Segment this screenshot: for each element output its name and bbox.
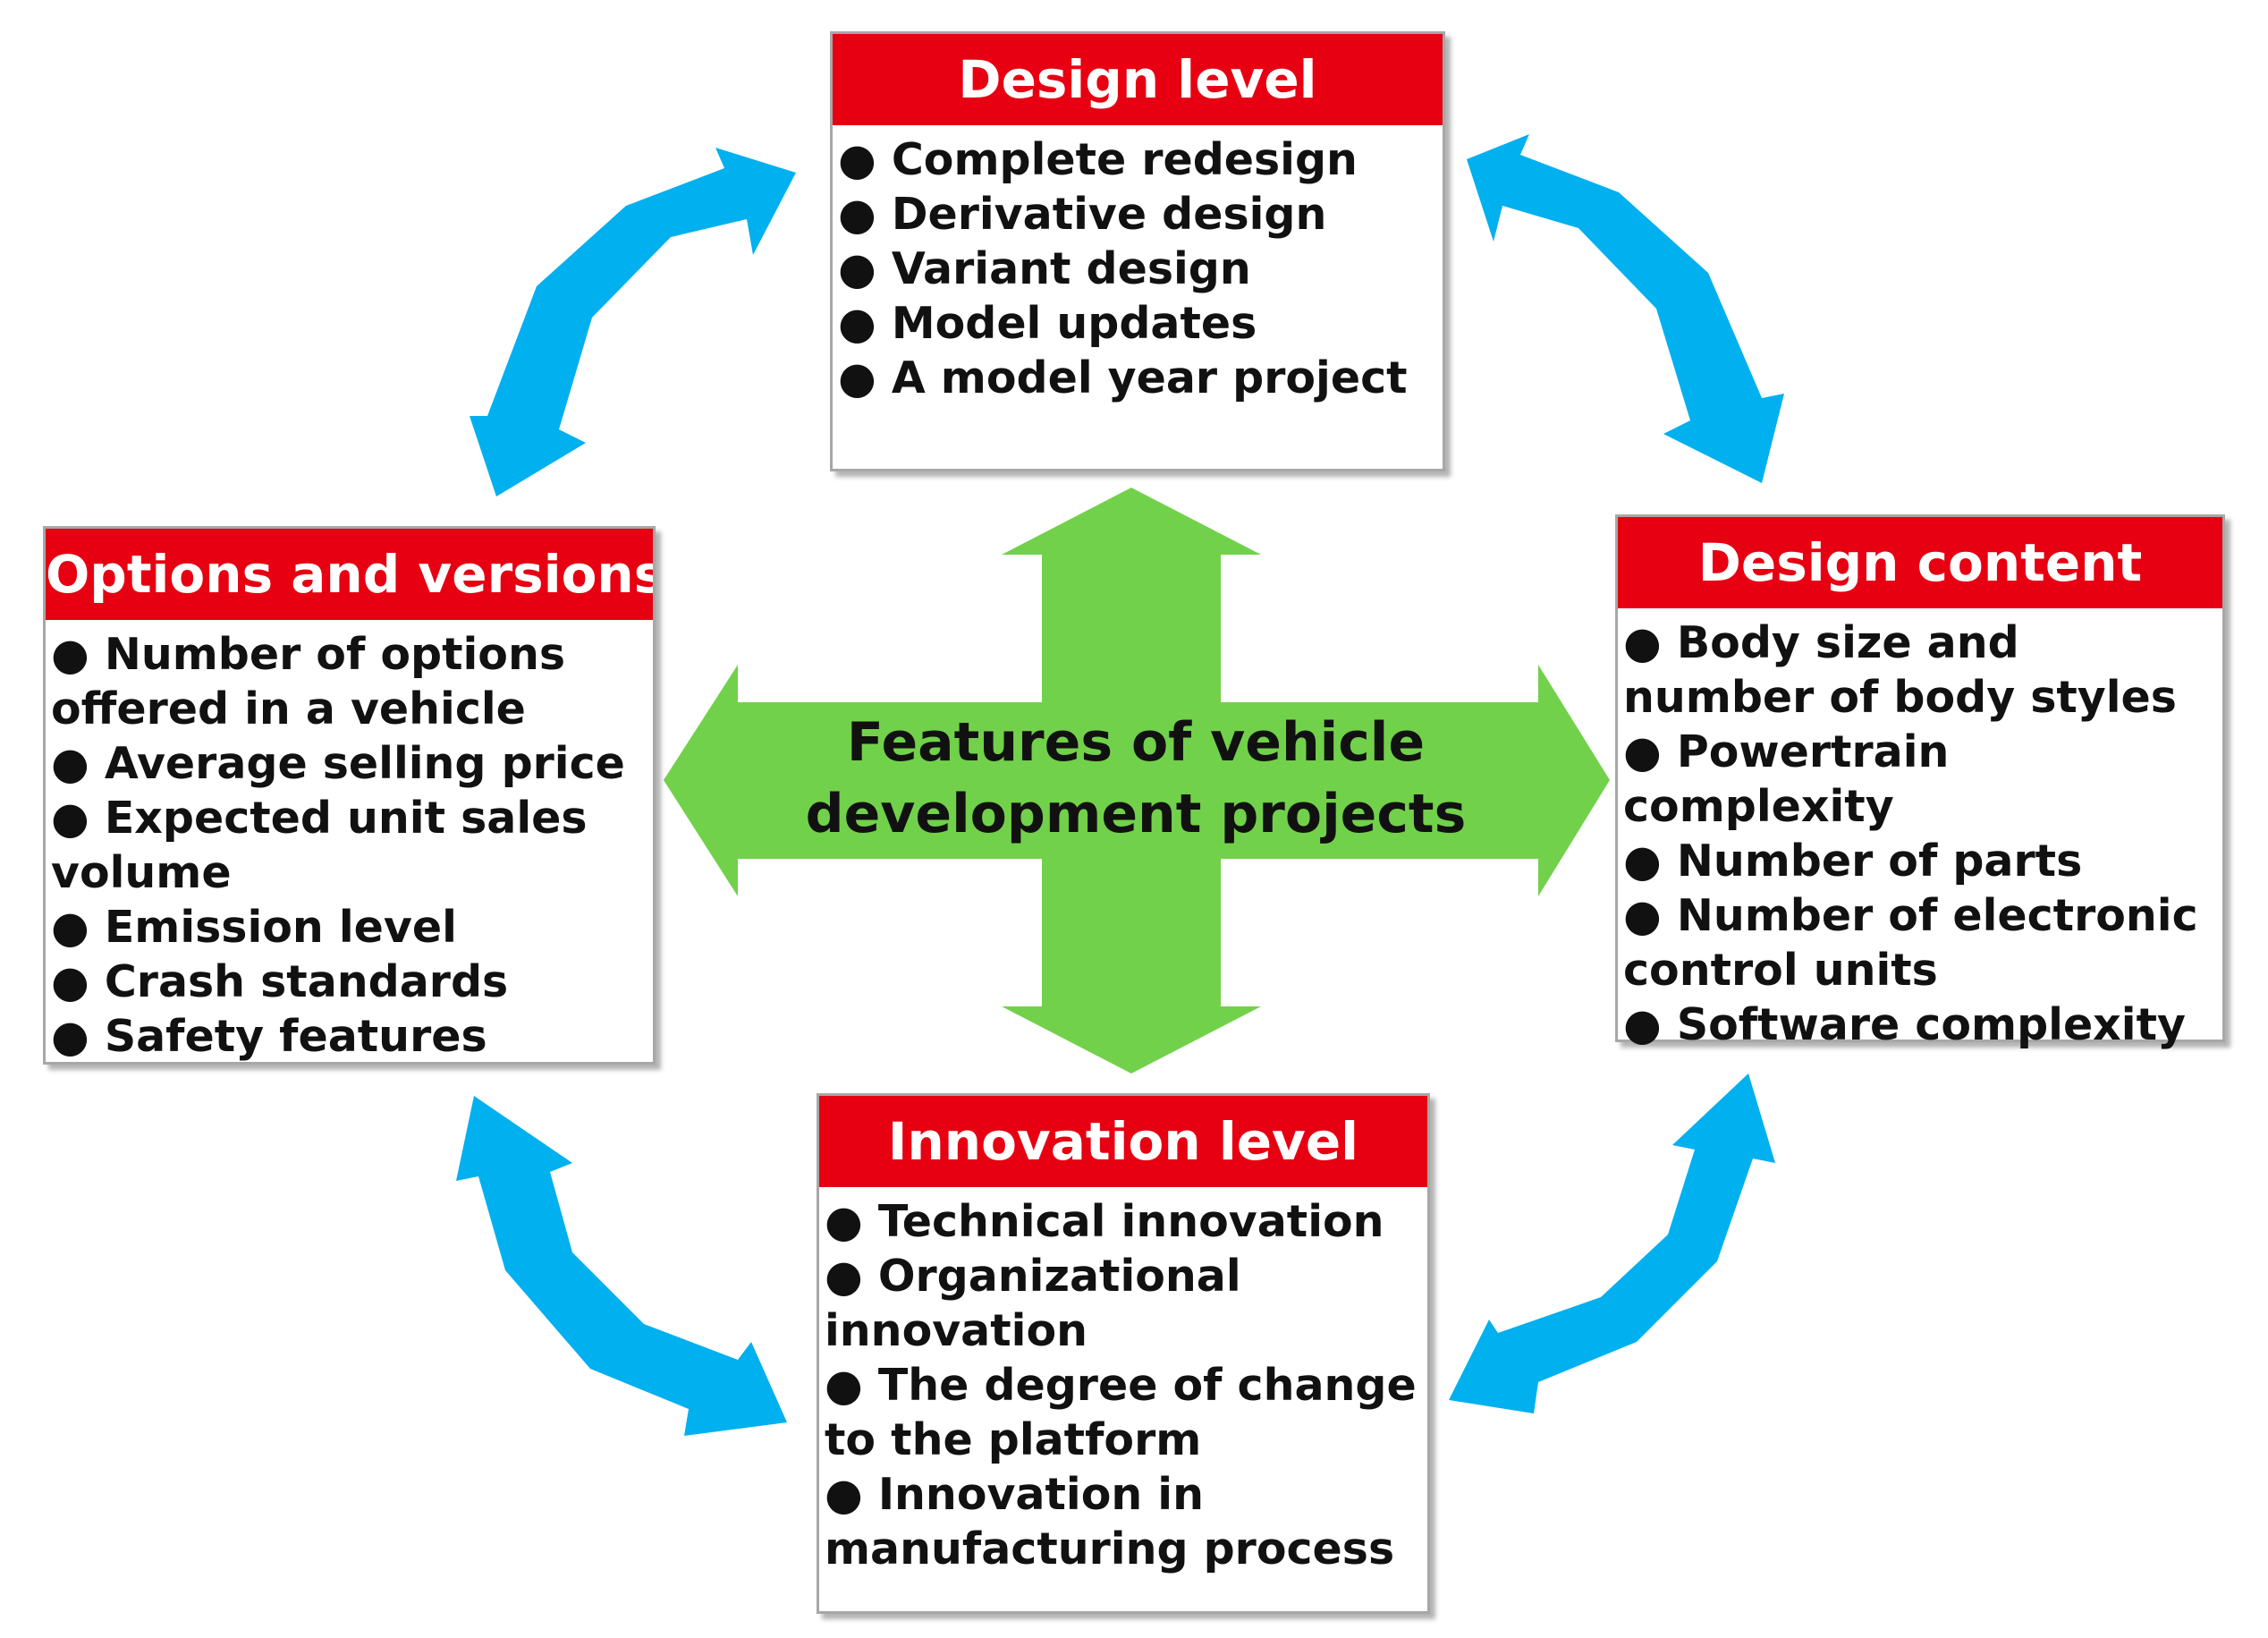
list-item: ● Emission level (51, 902, 457, 953)
innovation-level-list: ● Technical innovation ● Organizational … (819, 1187, 1427, 1576)
design-content-list: ● Body size and number of body styles ● … (1618, 608, 2222, 1052)
innovation-level-box: Innovation level ● Technical innovation … (817, 1093, 1430, 1614)
curved-arrow-top-left-icon (470, 148, 796, 496)
curved-arrow-top-right-icon (1467, 134, 1784, 483)
list-item: ● Innovation in manufacturing process (825, 1469, 1395, 1574)
list-item: ● Software complexity (1623, 999, 2186, 1050)
list-item: ● Body size and number of body styles (1623, 617, 2177, 723)
options-versions-title: Options and versions (46, 529, 653, 620)
list-item: ● Number of electronic control units (1623, 890, 2198, 996)
list-item: ● Complete redesign (838, 134, 1358, 185)
curved-arrow-bottom-right-icon (1449, 1074, 1775, 1413)
design-level-list: ● Complete redesign ● Derivative design … (833, 125, 1443, 405)
design-content-box: Design content ● Body size and number of… (1615, 514, 2225, 1050)
list-item: ● Technical innovation (825, 1196, 1384, 1247)
list-item: ● Model updates (838, 298, 1257, 349)
list-item: ● The degree of change to the platform (825, 1360, 1417, 1465)
list-item: ● Derivative design (838, 189, 1327, 240)
list-item: ● A model year project (838, 352, 1408, 403)
list-item: ● Number of options offered in a vehicle (51, 629, 566, 734)
center-title: Features of vehicle development projects (805, 711, 1467, 845)
list-item: ● Average selling price (51, 738, 625, 789)
list-item: ● Organizational innovation (825, 1251, 1241, 1356)
curved-arrow-bottom-left-icon (456, 1096, 787, 1436)
options-versions-box: Options and versions ● Number of options… (43, 526, 656, 1065)
list-item: ● Powertrain complexity (1623, 726, 1950, 832)
design-content-title: Design content (1618, 517, 2222, 608)
design-level-title: Design level (833, 34, 1443, 125)
list-item: ● Variant design (838, 243, 1251, 294)
options-versions-list: ● Number of options offered in a vehicle… (46, 620, 653, 1064)
list-item: ● Crash standards (51, 956, 509, 1007)
innovation-level-title: Innovation level (819, 1096, 1427, 1187)
design-level-box: Design level ● Complete redesign ● Deriv… (830, 31, 1445, 471)
list-item: ● Expected unit sales volume (51, 793, 588, 898)
list-item: ● Safety features (51, 1011, 487, 1062)
list-item: ● Number of parts (1623, 836, 2083, 887)
